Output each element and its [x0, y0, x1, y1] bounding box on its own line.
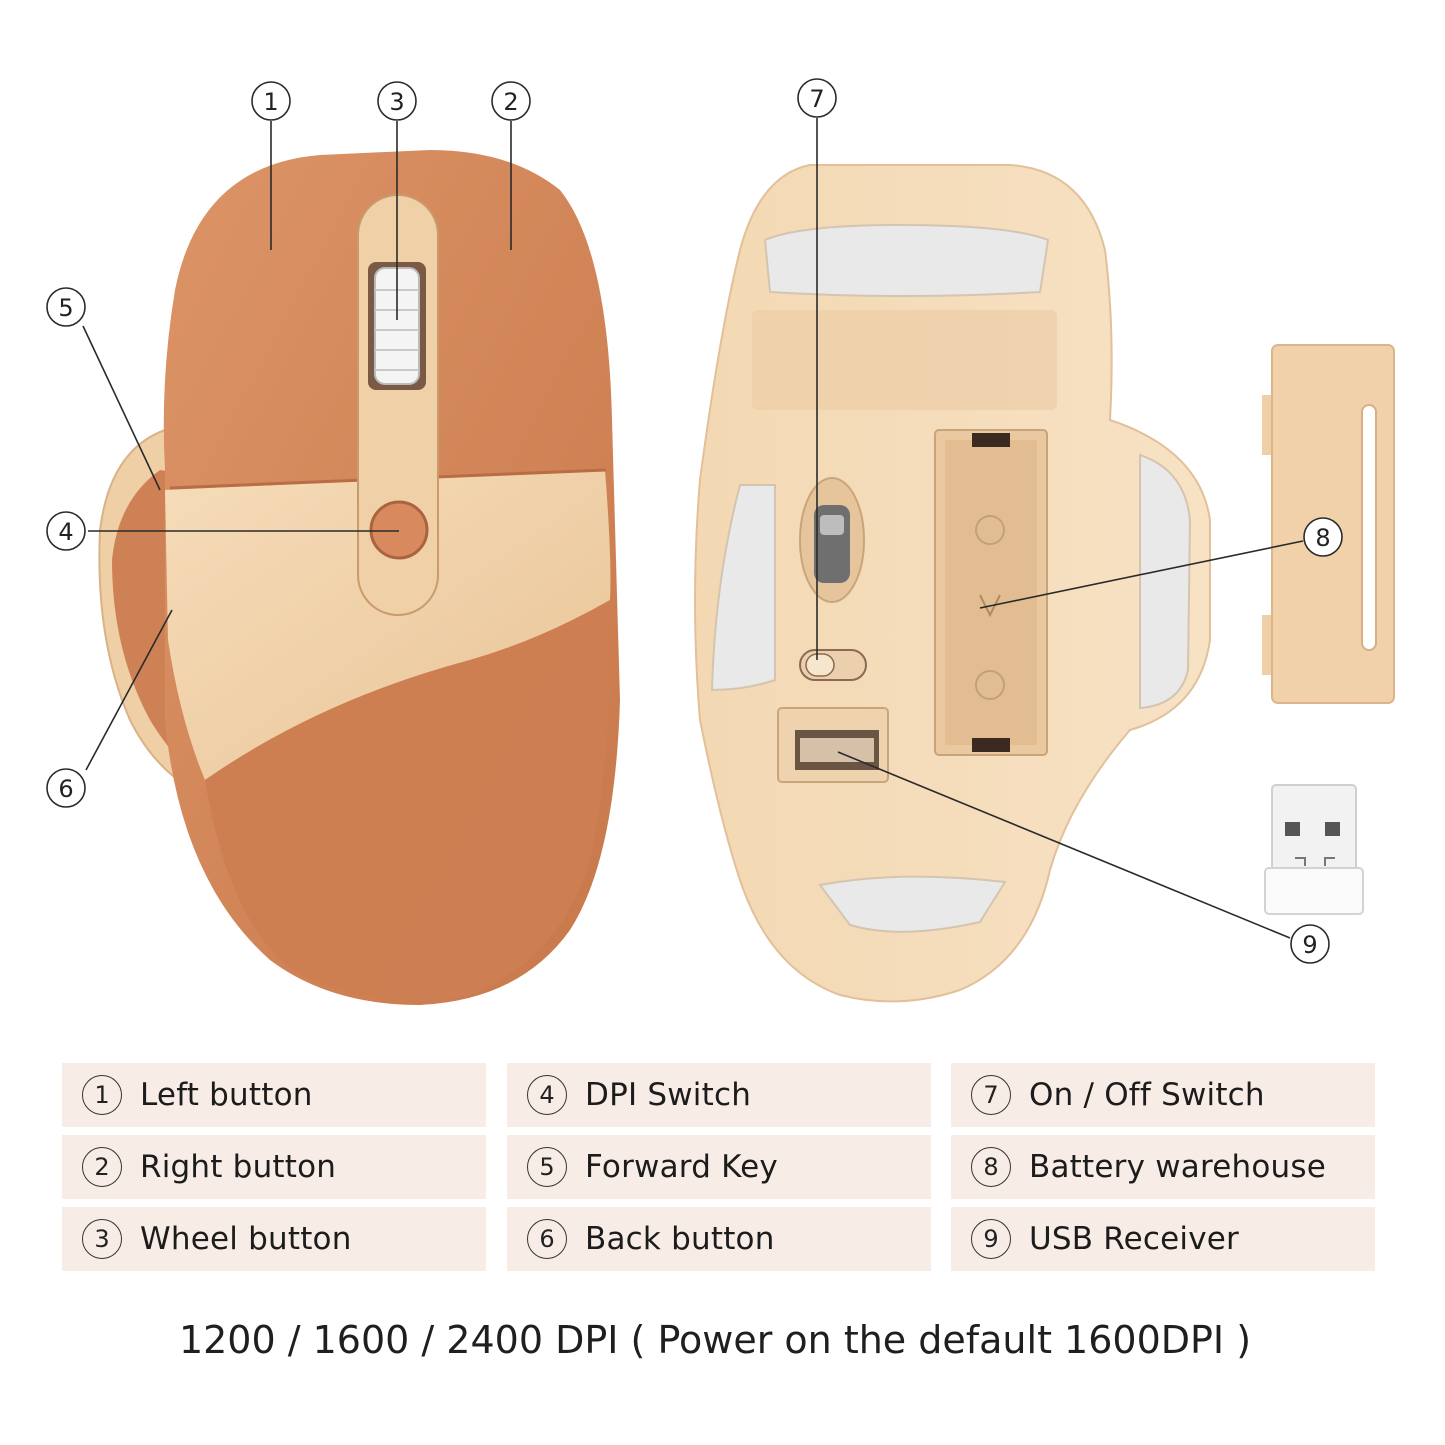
legend-number: 2: [82, 1147, 122, 1187]
legend-label: Battery warehouse: [1029, 1149, 1326, 1185]
usb-receiver: [1264, 784, 1364, 915]
legend-label: On / Off Switch: [1029, 1077, 1265, 1113]
legend-number: 9: [971, 1219, 1011, 1259]
recessed-panel: [752, 310, 1057, 410]
product-illustration: 1 3 2 5 4 6 7 8: [46, 78, 1395, 1005]
legend-label: DPI Switch: [585, 1077, 752, 1113]
dpi-button: [369, 500, 429, 560]
legend-number: 1: [82, 1075, 122, 1115]
battery-compartment: [934, 429, 1048, 756]
legend-item-battery: 8 Battery warehouse: [951, 1135, 1375, 1199]
legend-number: 8: [971, 1147, 1011, 1187]
callout-usb-receiver: 9: [1290, 924, 1330, 964]
callout-dpi-switch: 4: [46, 511, 86, 551]
callout-num: 1: [263, 88, 278, 116]
callout-battery: 8: [1303, 517, 1343, 557]
legend-number: 7: [971, 1075, 1011, 1115]
callout-wheel-button: 3: [377, 81, 417, 121]
legend-number: 5: [527, 1147, 567, 1187]
mouse-bottom-view: [694, 164, 1211, 1003]
legend-label: USB Receiver: [1029, 1221, 1240, 1257]
callout-num: 2: [503, 88, 518, 116]
legend-number: 6: [527, 1219, 567, 1259]
callout-power-switch: 7: [797, 78, 837, 118]
legend-item-power-switch: 7 On / Off Switch: [951, 1063, 1375, 1127]
legend-label: Right button: [140, 1149, 337, 1185]
leader-lines: [82, 118, 1304, 939]
dpi-note: 1200 / 1600 / 2400 DPI ( Power on the de…: [178, 1318, 1252, 1362]
callout-right-button: 2: [491, 81, 531, 121]
legend-label: Left button: [140, 1077, 313, 1113]
palm-leather: [205, 600, 611, 1000]
glide-pad-right: [1139, 453, 1192, 710]
callout-num: 8: [1315, 524, 1330, 552]
callout-left-button: 1: [251, 81, 291, 121]
callout-num: 9: [1302, 931, 1317, 959]
legend-item-left-button: 1 Left button: [62, 1063, 486, 1127]
callout-num: 7: [809, 85, 824, 113]
legend-item-usb-receiver: 9 USB Receiver: [951, 1207, 1375, 1271]
legend-label: Back button: [585, 1221, 775, 1257]
callout-num: 3: [389, 88, 404, 116]
mouse-top-view: [98, 150, 620, 1005]
callout-back-button: 6: [46, 768, 86, 808]
legend-item-right-button: 2 Right button: [62, 1135, 486, 1199]
legend-number: 3: [82, 1219, 122, 1259]
callouts: 1 3 2 5 4 6 7 8: [46, 78, 1343, 964]
receiver-slot: [777, 707, 889, 783]
legend-item-forward-key: 5 Forward Key: [507, 1135, 931, 1199]
callout-forward-key: 5: [46, 287, 86, 327]
glide-pad-bottom: [818, 875, 1007, 933]
legend-item-back-button: 6 Back button: [507, 1207, 931, 1271]
legend-label: Wheel button: [140, 1221, 352, 1257]
callout-num: 5: [58, 294, 73, 322]
legend-item-dpi-switch: 4 DPI Switch: [507, 1063, 931, 1127]
glide-pad-left: [710, 484, 776, 692]
legend-item-wheel-button: 3 Wheel button: [62, 1207, 486, 1271]
legend-label: Forward Key: [585, 1149, 778, 1185]
legend-number: 4: [527, 1075, 567, 1115]
glide-pad-top: [763, 223, 1050, 297]
palm-cream-panel: [165, 470, 611, 780]
callout-num: 4: [58, 518, 73, 546]
callout-num: 6: [58, 775, 73, 803]
